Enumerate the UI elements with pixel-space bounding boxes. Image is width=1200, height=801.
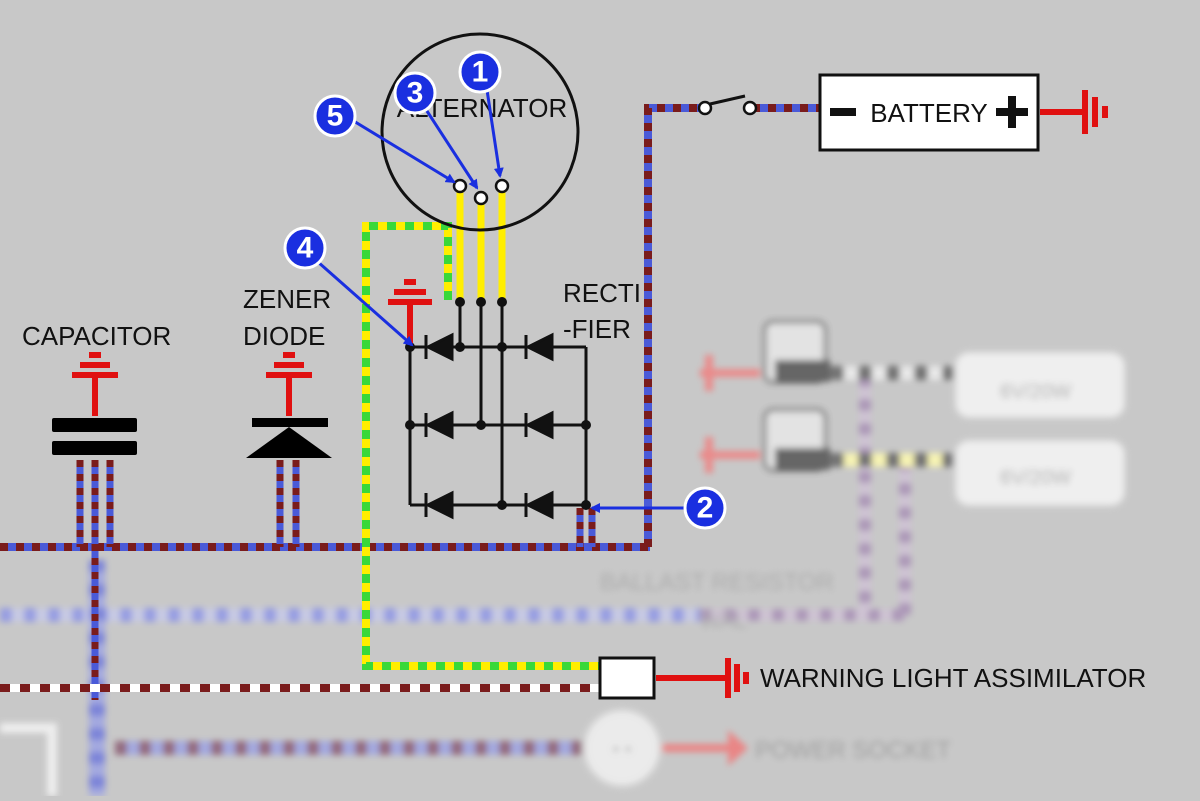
callout-5-number: 5	[327, 100, 344, 133]
callout-arrows	[317, 89, 688, 513]
blurred-ballast-label: BALLAST RESISTOR	[600, 569, 834, 596]
green-yellow-wire	[362, 222, 600, 670]
blurred-background-circuits: • • POWER SOCKET BALLAST RESISTOR WAL 6V…	[0, 320, 1127, 796]
capacitor-ground-symbol	[72, 352, 118, 416]
warning-light-assimilator	[598, 656, 656, 700]
callout-1: 1	[458, 50, 502, 94]
battery-ground-symbol	[1040, 90, 1108, 134]
callout-3-number: 3	[407, 77, 424, 110]
rectifier-label-1: RECTI	[563, 278, 641, 308]
svg-text:• •: • •	[612, 739, 632, 761]
zener-label-1: ZENER	[243, 284, 331, 314]
diode-symbol	[424, 490, 454, 520]
alternator-terminal-3	[473, 190, 489, 206]
battery-minus-symbol	[830, 108, 856, 116]
callout-2-number: 2	[697, 492, 714, 525]
alternator-terminal-1	[494, 178, 510, 194]
blurred-bulb-1-label: 6V/20W	[1000, 381, 1071, 403]
battery: BATTERY	[818, 73, 1040, 152]
alternator-terminal-5	[452, 178, 468, 194]
blurred-ballast-label-2: WAL	[700, 608, 747, 633]
rectifier-bridge	[408, 302, 588, 507]
blurred-power-socket-label: POWER SOCKET	[755, 737, 951, 764]
callout-3: 3	[393, 71, 437, 115]
callout-4: 4	[283, 226, 327, 270]
warning-light-ground-symbol	[656, 658, 749, 698]
main-ground-bus	[0, 104, 820, 700]
diode-symbol	[424, 332, 454, 362]
zener-label-2: DIODE	[243, 321, 325, 351]
diode-symbol	[524, 332, 554, 362]
battery-label: BATTERY	[870, 98, 988, 128]
rectifier-ground-symbol	[388, 279, 432, 343]
callout-1-number: 1	[472, 56, 489, 89]
battery-switch	[697, 94, 758, 116]
callout-5: 5	[313, 94, 357, 138]
diode-symbol	[524, 410, 554, 440]
capacitor-symbol	[52, 418, 137, 455]
rectifier-junction-dots	[405, 297, 591, 510]
battery-plus-symbol	[996, 96, 1028, 128]
callout-4-number: 4	[297, 232, 314, 265]
zener-diode-symbol	[246, 418, 332, 458]
diode-symbol	[524, 490, 554, 520]
blurred-bulb-2-label: 6V/20W	[1000, 467, 1071, 489]
capacitor-label: CAPACITOR	[22, 321, 171, 351]
zener-ground-symbol	[266, 352, 312, 416]
callout-2: 2	[683, 486, 727, 530]
rectifier-label-2: -FIER	[563, 314, 631, 344]
alternator-yellow-wires	[456, 186, 506, 302]
rectifier-diodes	[424, 332, 554, 520]
diode-symbol	[424, 410, 454, 440]
warning-light-label: WARNING LIGHT ASSIMILATOR	[760, 663, 1146, 693]
